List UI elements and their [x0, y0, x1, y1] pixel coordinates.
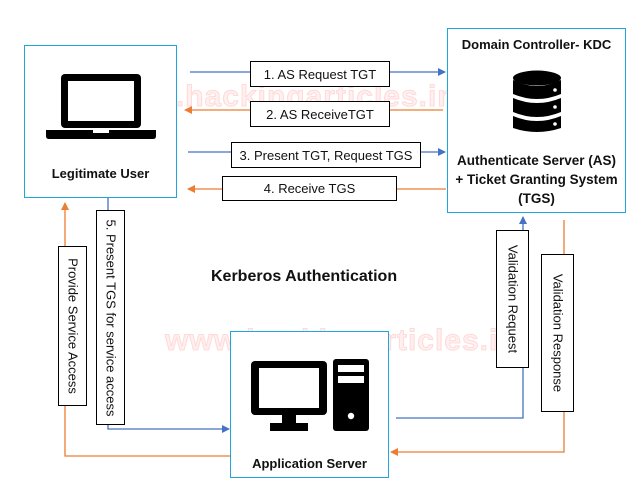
legitimate-user-label: Legitimate User	[51, 166, 150, 181]
edge-label-validation-response-text: Validation Response	[550, 273, 565, 393]
edge-label-provide-service-text: Provide Service Access	[65, 258, 80, 394]
database-icon	[513, 70, 561, 132]
edge-label-present-tgt-request-tgs: 3. Present TGT, Request TGS	[231, 142, 421, 168]
edge-label-as-receive-tgt: 2. AS ReceiveTGT	[250, 101, 390, 127]
kdc-line-2: + Ticket Granting System	[455, 172, 618, 187]
edge-label-present-tgs-text: 5. Present TGS for service access	[103, 219, 118, 416]
edge-5-line	[107, 198, 230, 433]
domain-controller-kdc-node[interactable]: Domain Controller- KDC Authenticate Serv…	[447, 28, 626, 213]
edge-provide-line	[61, 202, 230, 457]
kdc-header: Domain Controller- KDC	[461, 37, 612, 52]
edge-label-receive-tgs: 4. Receive TGS	[222, 176, 397, 201]
desktop-computer-icon	[251, 359, 369, 431]
edge-label-validation-request-text: Validation Request	[505, 244, 520, 354]
legitimate-user-node[interactable]: Legitimate User	[24, 45, 177, 198]
application-server-label: Application Server	[252, 456, 367, 471]
edge-label-provide-service-access: Provide Service Access	[58, 246, 87, 406]
application-server-node[interactable]: Application Server	[230, 331, 389, 478]
edge-label-validation-response: Validation Response	[541, 254, 574, 412]
edge-label-present-tgs-service-access: 5. Present TGS for service access	[96, 210, 125, 425]
edge-validation-response-line	[390, 220, 565, 456]
edge-label-validation-request: Validation Request	[496, 230, 529, 368]
kdc-line-3: (TGS)	[518, 191, 555, 206]
kdc-line-1: Authenticate Server (AS)	[456, 153, 617, 168]
diagram-title: Kerberos Authentication	[211, 268, 398, 285]
laptop-icon	[46, 74, 156, 139]
edge-label-as-request-tgt: 1. AS Request TGT	[250, 61, 390, 87]
